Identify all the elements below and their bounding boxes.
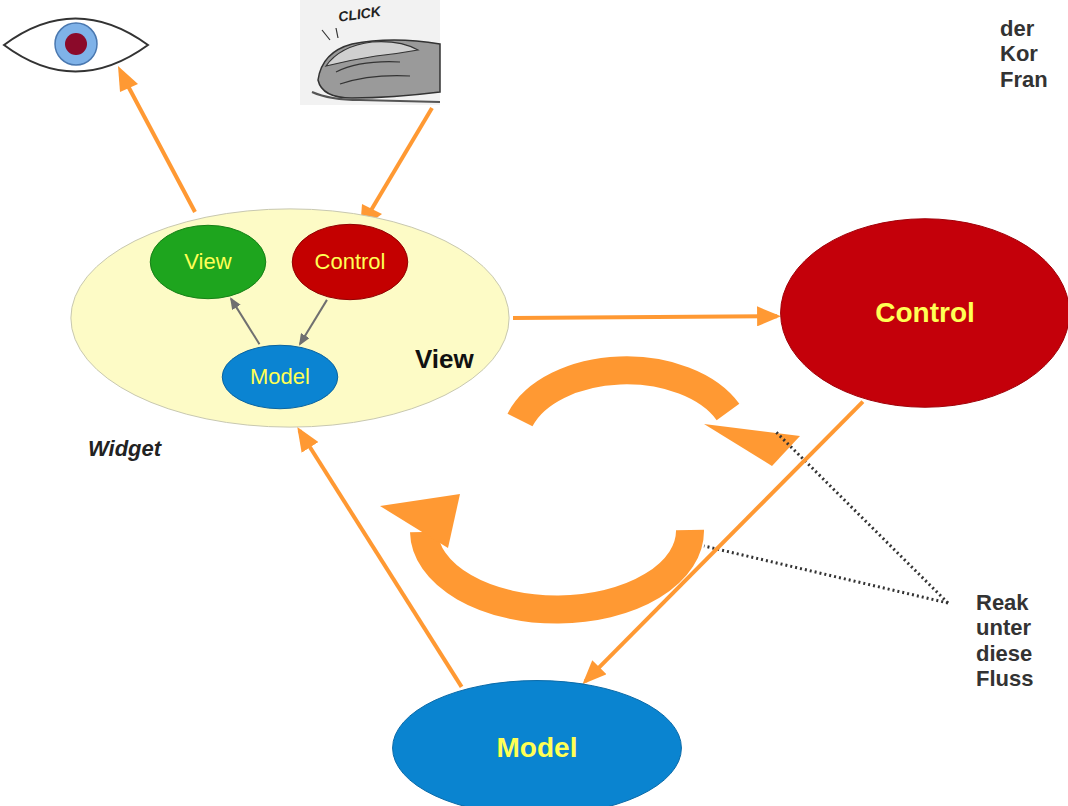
callout-note: der Kor Fran	[1000, 16, 1062, 92]
node-label: Model	[497, 732, 578, 764]
flow-arrow	[585, 402, 863, 682]
flow-arrow	[231, 299, 259, 344]
eye-icon	[4, 19, 148, 72]
node-caption: Widget	[88, 436, 161, 462]
node-label: Control	[315, 249, 386, 275]
model-ellipse: Model	[222, 345, 338, 409]
callout-note: Reak unter diese Fluss	[976, 590, 1062, 691]
flow-arrow	[300, 300, 327, 344]
control-ellipse: Control	[780, 218, 1068, 408]
control-ellipse: Control	[292, 224, 408, 300]
node-label: View	[184, 249, 231, 275]
widget-ellipse: ViewWidgetViewControlModel	[70, 208, 510, 428]
node-label: Model	[250, 364, 310, 390]
model-ellipse: Model	[392, 680, 682, 806]
node-label: View	[415, 344, 474, 375]
cycle-arrows	[380, 370, 800, 609]
view-ellipse: View	[150, 225, 266, 299]
hand-click-sketch	[300, 0, 440, 105]
node-label: Control	[875, 297, 975, 329]
flow-arrow	[299, 430, 461, 686]
flow-arrow	[513, 316, 777, 318]
